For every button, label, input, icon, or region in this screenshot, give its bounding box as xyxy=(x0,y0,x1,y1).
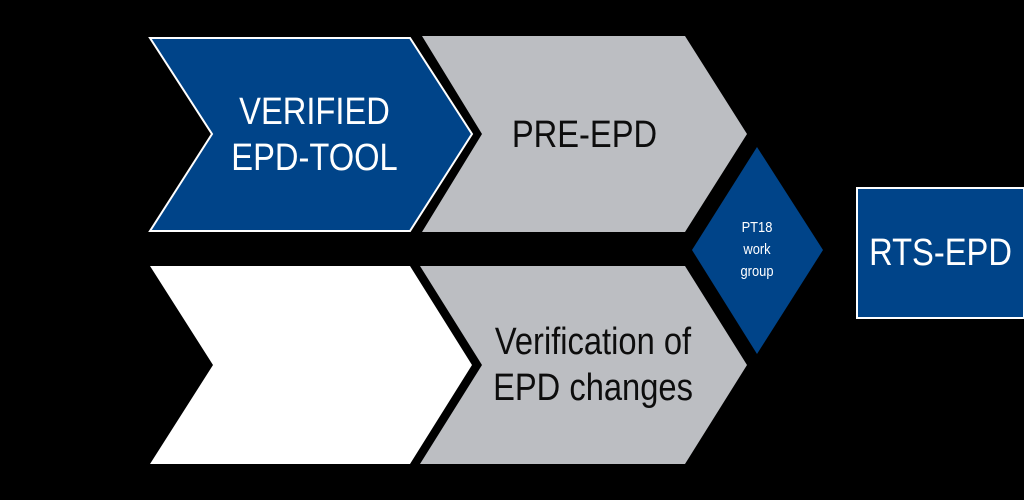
rts-epd-text: RTS-EPD xyxy=(869,231,1012,274)
verified-epd-tool-chevron xyxy=(148,37,474,232)
pre-epd-chevron xyxy=(422,36,747,232)
pt18-work-group-label: PT18 work group xyxy=(723,212,792,288)
pt18-line3: group xyxy=(740,262,774,280)
pt18-line2: work xyxy=(743,241,771,259)
pt18-work-group-diamond xyxy=(692,147,823,354)
verification-changes-line1: Verification of xyxy=(494,320,692,363)
pre-epd-label: PRE-EPD xyxy=(496,100,672,170)
empty-chevron xyxy=(150,266,472,464)
verification-changes-line2: EPD changes xyxy=(493,367,693,409)
verification-changes-chevron xyxy=(420,266,747,464)
rts-epd-box xyxy=(856,187,1024,319)
verification-changes-label: Verification of EPD changes xyxy=(486,300,701,430)
pt18-line1: PT18 xyxy=(741,219,773,237)
verified-epd-tool-line2: EPD-TOOL xyxy=(231,137,398,179)
pre-epd-text: PRE-EPD xyxy=(511,113,658,156)
verified-epd-tool-line1: VERIFIED xyxy=(239,90,390,133)
rts-epd-label: RTS-EPD xyxy=(869,218,1013,288)
verified-epd-tool-label: VERIFIED EPD-TOOL xyxy=(226,70,402,200)
